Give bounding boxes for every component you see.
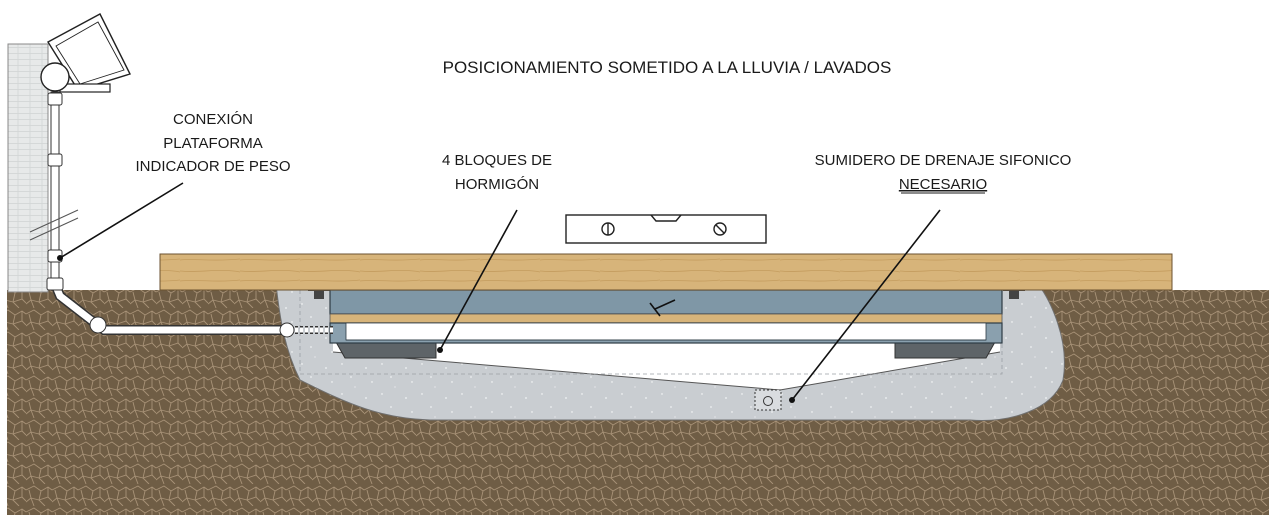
- connection-label-line-1: CONEXIÓN: [173, 111, 253, 128]
- drain-label-line-2: NECESARIO: [899, 176, 987, 193]
- connection-label: CONEXIÓN PLATAFORMA INDICADOR DE PESO: [135, 111, 290, 175]
- platform-steel-frame: [308, 286, 1025, 344]
- blocks-label-line-2: HORMIGÓN: [455, 176, 539, 193]
- concrete-block-left: [335, 341, 437, 359]
- blocks-label: 4 BLOQUES DE HORMIGÓN: [442, 152, 552, 193]
- weight-indicator-icon: [40, 13, 131, 106]
- platform-top-board: [159, 253, 1173, 291]
- connection-label-line-3: INDICADOR DE PESO: [135, 158, 290, 175]
- drain-label-line-1: SUMIDERO DE DRENAJE SIFONICO: [815, 152, 1072, 169]
- leader-drain: [789, 209, 941, 403]
- diagram-title: POSICIONAMIENTO SOMETIDO A LA LLUVIA / L…: [443, 58, 892, 77]
- connection-label-line-2: PLATAFORMA: [163, 135, 262, 152]
- siphon-drain-icon: [754, 389, 782, 411]
- pit-void: [333, 337, 1000, 390]
- blocks-label-line-1: 4 BLOQUES DE: [442, 152, 552, 169]
- leader-connection: [57, 182, 184, 261]
- leader-blocks: [437, 209, 518, 353]
- wall: [7, 43, 49, 293]
- concrete-block-right: [894, 341, 996, 359]
- drain-label: SUMIDERO DE DRENAJE SIFONICO NECESARIO: [815, 152, 1072, 194]
- spirit-level-icon: [565, 214, 767, 244]
- buried-conduit: [46, 277, 333, 338]
